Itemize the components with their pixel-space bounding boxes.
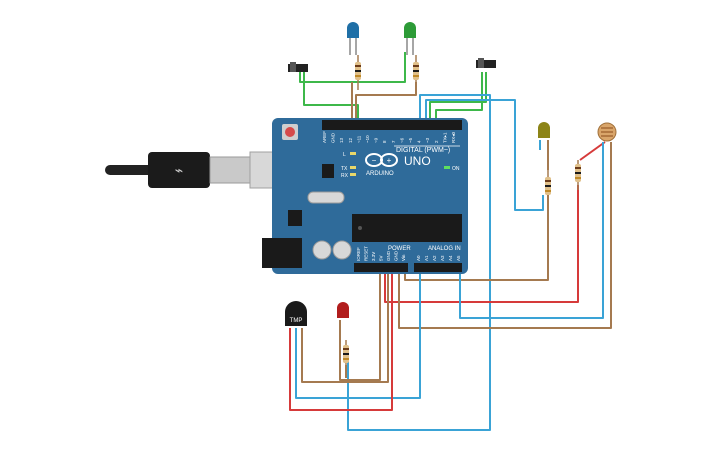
capacitor-2 <box>332 240 352 260</box>
usb-cable[interactable]: ⌁ <box>105 151 277 189</box>
power-jack[interactable] <box>262 238 302 268</box>
analog-pin-label: A0 <box>416 255 421 261</box>
microcontroller-chip <box>352 214 462 242</box>
svg-text:−: − <box>372 156 377 165</box>
power-header[interactable] <box>354 263 408 272</box>
digital-label: DIGITAL (PWM~) <box>396 147 450 154</box>
power-label: POWER <box>388 246 411 252</box>
wire-red-resistor-5v[interactable] <box>384 185 579 303</box>
power-pin-label: RESET <box>364 246 369 261</box>
chip-notch <box>358 226 362 230</box>
tx-label: TX <box>341 166 348 172</box>
digital-pin-label: GND <box>331 132 336 143</box>
board-model: UNO <box>404 154 431 168</box>
analog-pin-label: A3 <box>440 255 445 261</box>
digital-pin-label: RX◂0 <box>451 131 456 143</box>
digital-pin-label: 2 <box>434 140 439 143</box>
digital-pin-label: 13 <box>339 137 344 143</box>
l-led-label: L <box>343 152 346 158</box>
analog-pin-label: A4 <box>448 255 453 261</box>
reset-button-cap[interactable] <box>285 127 295 137</box>
rx-led <box>350 173 356 176</box>
digital-pin-label: ~5 <box>408 137 413 143</box>
wire-green-left-switch[interactable] <box>299 52 406 83</box>
resistor-ldr[interactable] <box>575 160 581 190</box>
analog-header[interactable] <box>414 263 462 272</box>
power-pin-label: IOREF <box>356 247 361 261</box>
wire-green-left-switch-2[interactable] <box>303 72 359 125</box>
digital-pin-label: 7 <box>391 140 396 143</box>
wire-red-tmp-5v[interactable] <box>289 268 393 411</box>
led-red[interactable] <box>337 302 349 318</box>
digital-header[interactable] <box>322 120 462 130</box>
tx-led <box>350 166 356 169</box>
arduino-logo: − + <box>365 153 398 167</box>
slide-switch-right[interactable] <box>476 58 496 68</box>
wire-green-right-switch[interactable] <box>435 72 483 125</box>
wire-blue-digital-yellow[interactable] <box>425 99 544 211</box>
usb-plug-metal <box>209 156 251 184</box>
usb-plug-body <box>148 152 210 188</box>
digital-pin-label: AREF <box>322 131 327 143</box>
tmp-sensor-label: TMP <box>290 318 303 324</box>
digital-pin-label: TX▸1 <box>442 132 447 143</box>
on-led <box>444 166 450 169</box>
digital-pin-label: ~9 <box>374 137 379 143</box>
wire-blue-a0-tmp[interactable] <box>295 268 421 399</box>
wire-red-ldr[interactable] <box>579 141 606 161</box>
analog-label: ANALOG IN <box>428 246 461 252</box>
wire-blue-top-loop[interactable] <box>347 94 491 431</box>
power-pin-label: GND <box>394 250 399 261</box>
l-led <box>350 152 356 155</box>
digital-pin-label: 4 <box>417 140 422 143</box>
resistor-yellow-led[interactable] <box>545 170 551 200</box>
usb-symbol-icon: ⌁ <box>175 162 183 178</box>
resistor-blue-led[interactable] <box>355 55 361 90</box>
slide-switch-left[interactable] <box>288 62 308 72</box>
power-pin-label: 5V <box>379 255 384 261</box>
analog-pin-label: A1 <box>424 255 429 261</box>
crystal <box>307 191 345 204</box>
wire-brown-ldr-gnd[interactable] <box>398 142 612 329</box>
usb-chip <box>322 164 334 178</box>
photoresistor[interactable] <box>597 122 617 142</box>
resistor-red-led[interactable] <box>343 340 349 370</box>
power-pin-label: GND <box>386 250 391 261</box>
voltage-regulator <box>288 210 302 226</box>
power-pin-label: Vin <box>401 254 406 261</box>
digital-pin-label: 12 <box>348 137 353 143</box>
wire-green-right-switch-2[interactable] <box>429 72 487 125</box>
digital-pin-label: ~3 <box>425 137 430 143</box>
wire-blue-ldr-a0[interactable] <box>459 142 604 319</box>
led-blue[interactable] <box>347 22 359 55</box>
on-label: ON <box>452 166 460 172</box>
led-yellow[interactable] <box>538 122 550 138</box>
rx-label: RX <box>341 173 349 179</box>
wire-brown-tmp-gnd[interactable] <box>301 268 389 383</box>
digital-pin-label: ~10 <box>365 135 370 143</box>
wires <box>289 52 612 431</box>
digital-pin-label: 8 <box>382 140 387 143</box>
resistor-green-led[interactable] <box>413 55 419 90</box>
wire-brown-red-led[interactable] <box>339 268 381 381</box>
temperature-sensor[interactable]: TMP <box>285 301 307 326</box>
board-brand: ARDUINO <box>366 171 394 177</box>
digital-pin-label: ~11 <box>356 135 361 143</box>
power-pin-label: 3.3V <box>371 252 376 261</box>
digital-pin-label: ~6 <box>399 137 404 143</box>
analog-pin-label: A5 <box>456 255 461 261</box>
analog-pin-label: A2 <box>432 255 437 261</box>
svg-text:+: + <box>387 156 392 165</box>
capacitor-1 <box>312 240 332 260</box>
led-green[interactable] <box>404 22 416 55</box>
